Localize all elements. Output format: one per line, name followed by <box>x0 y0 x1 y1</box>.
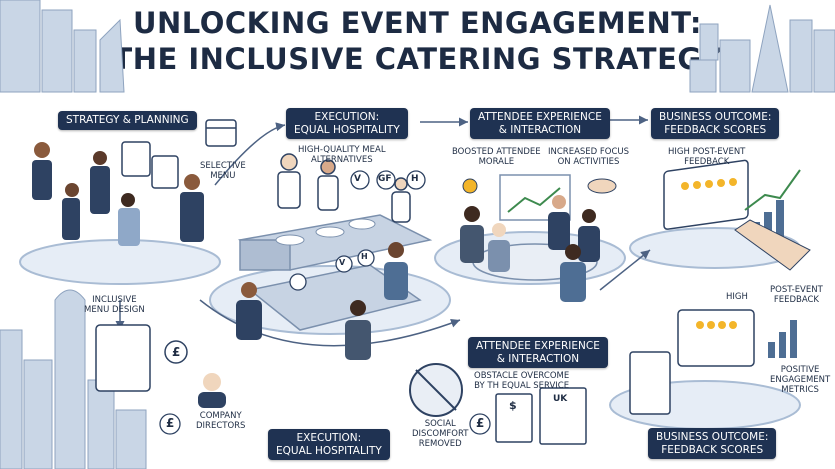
pound-icon-1: £ <box>172 345 181 359</box>
skyline-right <box>689 4 835 93</box>
pound-icon-2: £ <box>166 416 175 430</box>
rating-stars-top <box>681 178 737 190</box>
badge-vegan: V <box>354 174 361 184</box>
badge-halal-2: H <box>361 252 368 261</box>
growth-arrow <box>744 169 801 211</box>
skyline-left <box>0 0 147 469</box>
board-chart <box>507 187 561 213</box>
stage-experience-bottom: ATTENDEE EXPERIENCE& INTERACTION <box>468 337 608 369</box>
diners <box>236 242 408 360</box>
flow-arrows <box>115 115 651 347</box>
meeting-attendees <box>460 195 600 302</box>
handshake-icon <box>587 178 617 194</box>
annotation-high: HIGH <box>726 292 748 302</box>
stage-strategy-planning: STRATEGY & PLANNING <box>58 111 197 130</box>
title-line-2: THE INCLUSIVE CATERING STRATEGY <box>112 42 723 76</box>
clipboard-icon <box>121 141 179 189</box>
company-director <box>198 373 226 408</box>
no-discomfort-icon <box>409 363 463 417</box>
stage-experience-top: ATTENDEE EXPERIENCE& INTERACTION <box>470 108 610 140</box>
dollar-icon: $ <box>509 399 517 412</box>
feedback-tablet <box>663 159 749 230</box>
badge-halal: H <box>411 174 419 184</box>
stage-outcome-bottom: BUSINESS OUTCOME:FEEDBACK SCORES <box>648 428 777 460</box>
inclusive-menu-clipboard <box>95 324 188 392</box>
stage-execution-top: EXECUTION:EQUAL HOSPITALITY <box>286 108 408 140</box>
pointing-hand-icon <box>734 219 811 271</box>
stage-outcome-top: BUSINESS OUTCOME:FEEDBACK SCORES <box>651 108 780 140</box>
badge-vegan-2: V <box>339 258 346 267</box>
calendar-icon <box>205 119 237 147</box>
badge-circles <box>159 170 491 435</box>
rating-stars-bottom <box>696 321 737 329</box>
lightbulb-icon <box>462 178 478 194</box>
uk-label: UK <box>553 394 568 404</box>
badge-gluten-free: GF <box>378 174 392 184</box>
strategy-team <box>32 142 204 246</box>
title-line-1: UNLOCKING EVENT ENGAGEMENT: <box>132 6 703 40</box>
chefs <box>277 153 411 223</box>
receipt-documents <box>495 387 587 445</box>
stage-execution-bottom: EXECUTION:EQUAL HOSPITALITY <box>268 429 390 461</box>
engagement-chart <box>768 320 797 358</box>
pound-icon-3: £ <box>476 416 485 430</box>
buffet-table <box>237 214 433 271</box>
